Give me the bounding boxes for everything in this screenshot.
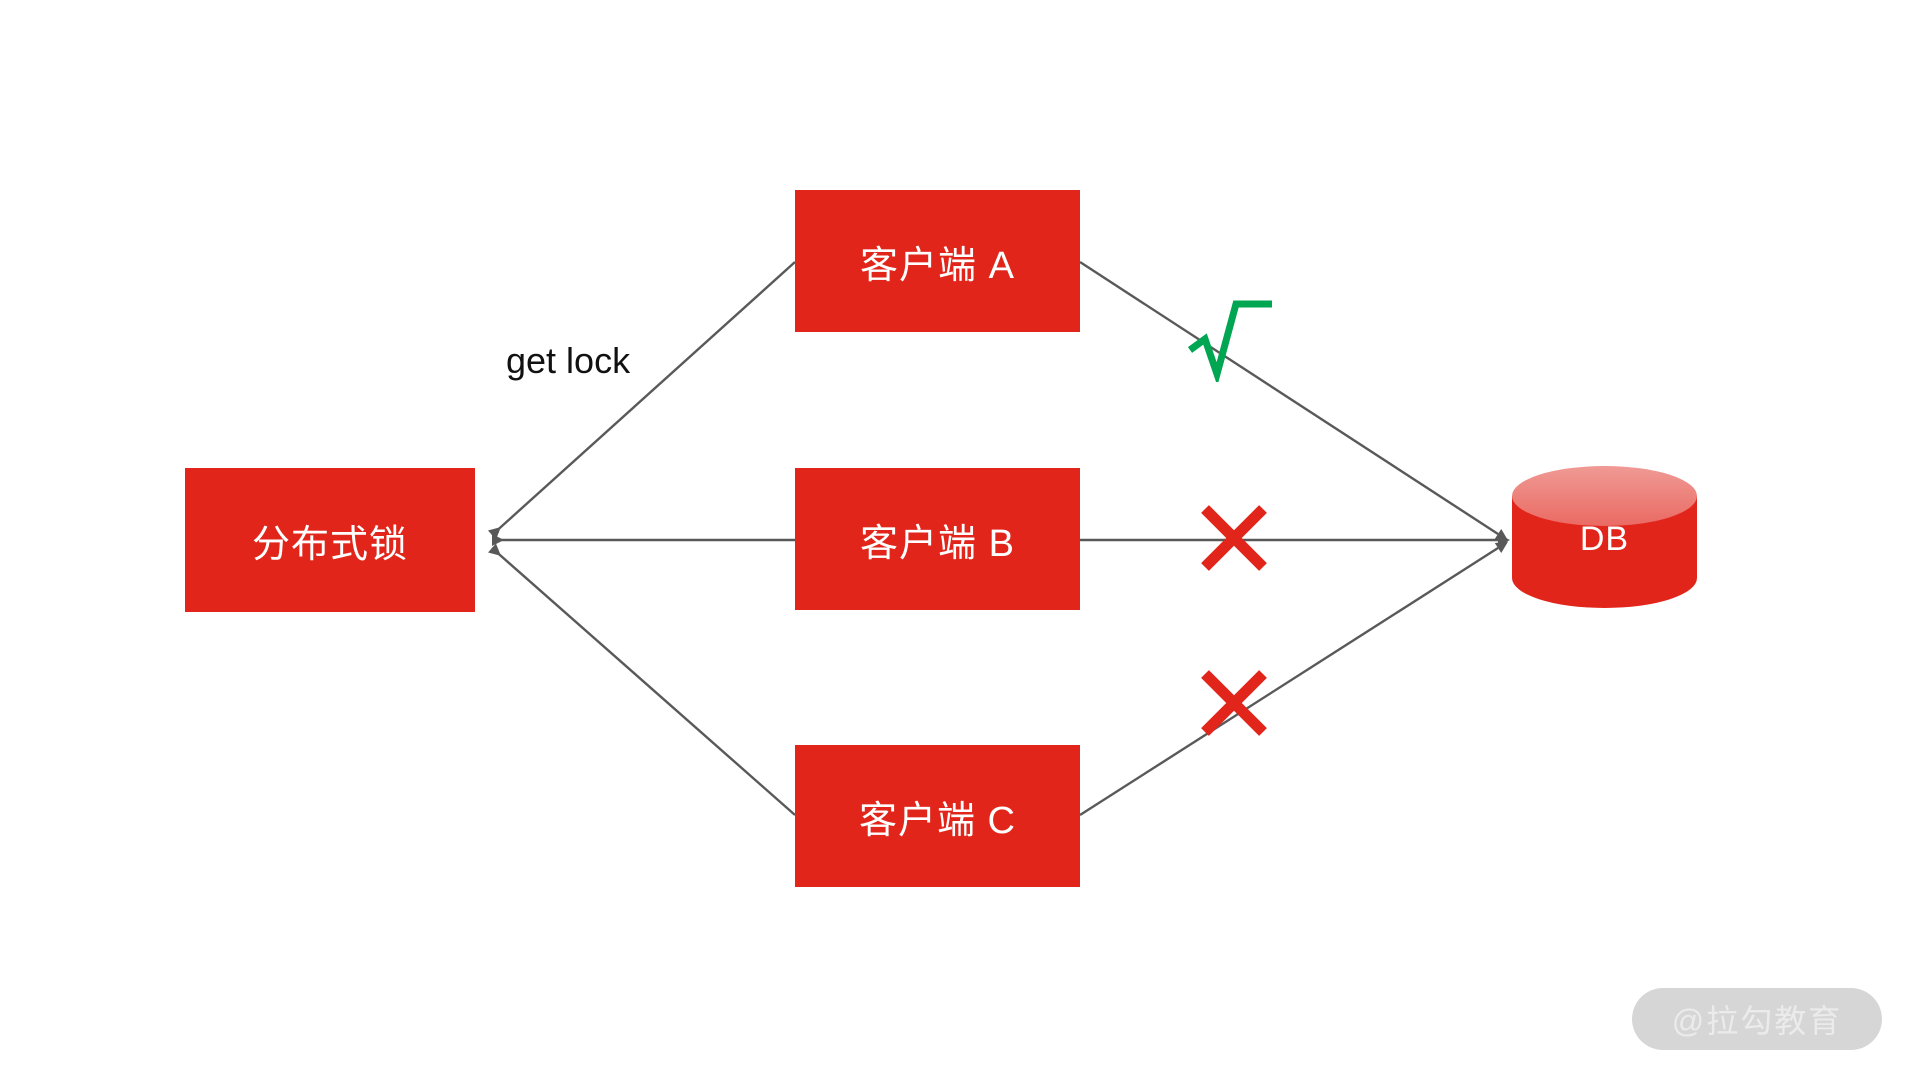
edge-label-get-lock: get lock xyxy=(506,340,631,381)
node-client-a[interactable]: 客户端 A xyxy=(795,190,1080,332)
node-client-c[interactable]: 客户端 C xyxy=(795,745,1080,887)
edge-client-c-to-lock xyxy=(488,543,796,816)
node-client-b[interactable]: 客户端 B xyxy=(795,468,1080,610)
node-client-b-label: 客户端 B xyxy=(860,522,1015,565)
node-distributed-lock[interactable]: 分布式锁 xyxy=(185,468,475,612)
green-check-icon xyxy=(1187,300,1272,382)
watermark-text: @拉勾教育 xyxy=(1671,1003,1843,1039)
watermark-badge: @拉勾教育 xyxy=(1632,988,1882,1050)
red-cross-icon-b xyxy=(1201,505,1267,571)
db-cylinder-shape xyxy=(1512,466,1697,609)
edge-client-a-to-db xyxy=(1079,260,1509,541)
node-client-a-label: 客户端 A xyxy=(860,244,1015,287)
edge-client-a-to-lock xyxy=(487,261,796,540)
edge-client-c-to-db xyxy=(1079,541,1509,817)
node-distributed-lock-label: 分布式锁 xyxy=(251,523,408,566)
node-client-c-label: 客户端 C xyxy=(858,799,1016,842)
red-cross-icon-c xyxy=(1201,670,1267,736)
